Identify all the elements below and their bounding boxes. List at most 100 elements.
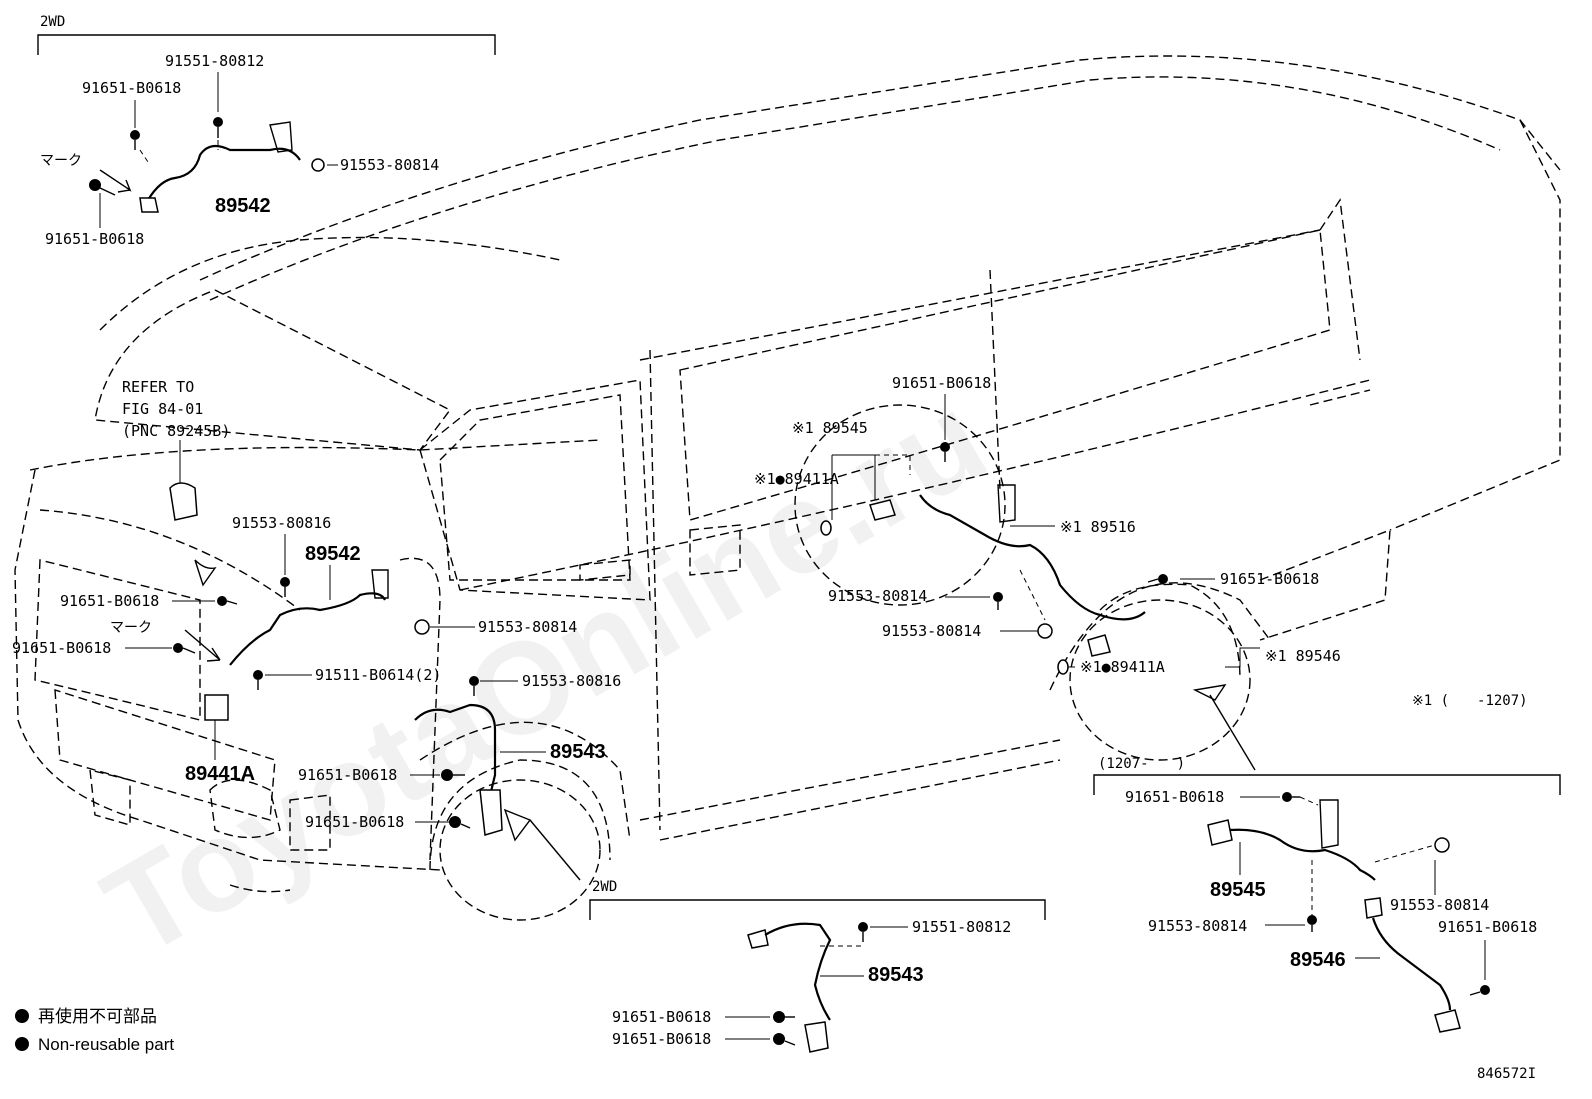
bolt-icon (89, 179, 116, 196)
top-2wd-label: 2WD (40, 14, 65, 30)
bracket-icon (269, 121, 293, 153)
figure-id: 846572I (1477, 1066, 1536, 1082)
label-f3: 91651-B0618 (60, 592, 159, 610)
bolt-icon (173, 643, 196, 654)
label-r9: ※1 89546 (1265, 647, 1341, 665)
label-t1: 91551-80812 (165, 52, 264, 70)
label-b2: 89543 (868, 964, 924, 986)
label-b1: 91551-80812 (912, 918, 1011, 936)
label-r1: 91651-B0618 (892, 374, 991, 392)
label-r4: ※1 89516 (1060, 518, 1136, 536)
clip-icon (1037, 623, 1053, 639)
label-f8: 89543 (550, 741, 606, 763)
refer-note: REFER TO FIG 84-01 (PNC 89245B) (122, 378, 230, 521)
o-ring-icon (820, 520, 832, 536)
sensor-icon (139, 197, 159, 213)
bolt-icon (773, 1033, 796, 1046)
bolt-icon (858, 922, 868, 942)
from-1207-label: (1207- ) (1098, 756, 1185, 772)
label-f1: 91553-80816 (232, 514, 331, 532)
bolt-icon (253, 670, 263, 690)
bottom-2wd-group: 2WD 91551-80812 89543 91651-B0618 91651-… (589, 879, 1046, 1053)
o-ring-icon (1057, 659, 1069, 675)
bolt-icon (449, 816, 471, 829)
bottom-2wd-bracket (589, 899, 1046, 920)
sensor-wire (147, 144, 301, 201)
arrow-icon (194, 559, 217, 587)
label-t4: 89542 (215, 195, 271, 217)
bolt-icon (280, 577, 290, 597)
label-f9: 89441A (185, 763, 255, 785)
bullet-icon (15, 1009, 29, 1023)
label-n6: 89546 (1290, 949, 1346, 971)
label-t3: 91553-80814 (340, 156, 439, 174)
label-r8: ※1●89411A (1080, 658, 1165, 676)
note-range: ※1 ( -1207) (1412, 693, 1528, 709)
label-r2: ※1 89545 (792, 419, 868, 437)
mark-arrow-icon (99, 169, 132, 193)
bullet-icon (15, 1037, 29, 1051)
mark-top: マーク (40, 153, 82, 169)
label-r5: 91651-B0618 (1220, 570, 1319, 588)
sensor-icon (869, 499, 896, 521)
mark-main: マーク (110, 620, 152, 636)
bolt-icon (940, 442, 950, 462)
label-f4: 91651-B0618 (12, 639, 111, 657)
label-n4: 91553-80814 (1148, 917, 1247, 935)
label-n1: 91651-B0618 (1125, 788, 1224, 806)
bracket-icon (1319, 799, 1339, 849)
svg-text:REFER TO: REFER TO (122, 378, 194, 396)
bolt-icon (993, 592, 1003, 610)
bolt-icon (217, 596, 238, 606)
label-f10: 91651-B0618 (298, 766, 397, 784)
sensor-wire (919, 494, 1146, 621)
from-1207-group: (1207- ) 91651-B0618 89545 91553-80814 9… (1093, 756, 1561, 1033)
label-t5: 91651-B0618 (45, 230, 144, 248)
label-n2: 89545 (1210, 879, 1266, 901)
sensor-wire (764, 922, 832, 1021)
label-f7: 91553-80816 (522, 672, 621, 690)
rear-assembly: 91651-B0618 ※1 89545 ※1●89411A ※1 89516 … (754, 374, 1528, 771)
legend: 再使用不可部品 Non-reusable part (15, 1006, 174, 1054)
mark-arrow-icon (184, 629, 221, 662)
label-f2: 89542 (305, 543, 361, 565)
bracket-icon (371, 569, 389, 599)
sensor-icon (1434, 1009, 1461, 1033)
bottom-2wd-label: 2WD (592, 879, 617, 895)
sensor-icon (1207, 819, 1233, 846)
van-outline (14, 55, 1561, 921)
sensor-wire (1229, 828, 1376, 881)
front-assembly: 91553-80816 89542 91651-B0618 マーク 91651-… (12, 514, 621, 881)
bolt-icon (441, 769, 465, 781)
bolt-icon (213, 117, 223, 138)
label-t2: 91651-B0618 (82, 79, 181, 97)
legend-en: Non-reusable part (38, 1035, 174, 1054)
from-1207-bracket (1093, 774, 1561, 795)
label-n3: 91553-80814 (1390, 896, 1489, 914)
label-r6: 91553-80814 (828, 587, 927, 605)
bolt-icon (1307, 915, 1317, 932)
bolt-icon (773, 1011, 795, 1023)
top-2wd-group: 2WD 91551-80812 91651-B0618 マーク 91553-80… (37, 14, 496, 248)
clip-icon (414, 619, 430, 635)
bolt-icon (130, 130, 140, 150)
sensor-icon (747, 929, 769, 949)
label-b3: 91651-B0618 (612, 1008, 711, 1026)
svg-text:(PNC 89245B): (PNC 89245B) (122, 422, 230, 440)
label-r3: ※1●89411A (754, 470, 839, 488)
bolt-icon (1469, 985, 1490, 996)
top-2wd-bracket (37, 34, 496, 55)
sensor-icon (479, 789, 503, 836)
clip-icon (311, 158, 325, 172)
label-n5: 91651-B0618 (1438, 918, 1537, 936)
sensor-icon (1087, 634, 1111, 657)
bolt-icon (1147, 574, 1168, 584)
label-f11: 91651-B0618 (305, 813, 404, 831)
bracket-icon (997, 484, 1016, 523)
sensor-wire (229, 592, 386, 666)
sensor-icon (169, 482, 198, 521)
arrow-icon (503, 808, 581, 881)
sensor-icon (204, 694, 229, 721)
sensor-wire (1371, 917, 1452, 1011)
